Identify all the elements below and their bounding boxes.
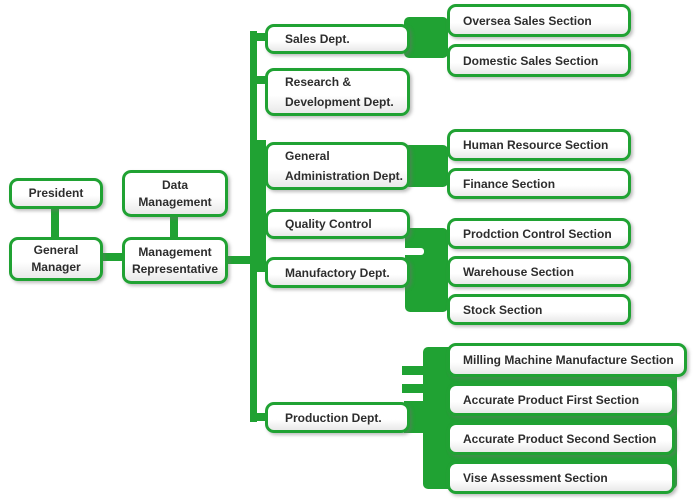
connector-general-administration-sections-blob bbox=[404, 145, 448, 187]
connector-trunk-wide-segment bbox=[250, 140, 266, 272]
connector-elbow-sales-dept bbox=[250, 33, 267, 41]
connector-notch bbox=[400, 248, 424, 255]
connector-sales-sections-blob bbox=[404, 17, 448, 58]
node-finance-section: Finance Section bbox=[447, 168, 631, 199]
node-milling-machine-manufacture-section: Milling Machine Manufacture Section bbox=[447, 343, 687, 377]
connector-general-manager-management-representative bbox=[101, 253, 124, 261]
node-president: President bbox=[9, 178, 103, 209]
connector-quality-manufactory-sections-blob bbox=[405, 228, 448, 312]
connector-data-management-management-representative bbox=[170, 215, 178, 239]
node-prodction-control-section: Prodction Control Section bbox=[447, 218, 631, 249]
connector-elbow-research-development-dept bbox=[250, 76, 267, 84]
node-management-representative: Management Representative bbox=[122, 237, 228, 284]
node-general-manager: General Manager bbox=[9, 237, 103, 281]
node-data-management: Data Management bbox=[122, 170, 228, 217]
node-oversea-sales-section: Oversea Sales Section bbox=[447, 4, 631, 37]
node-domestic-sales-section: Domestic Sales Section bbox=[447, 44, 631, 77]
node-manufactory-dept: Manufactory Dept. bbox=[265, 257, 410, 288]
node-research-development-dept: Research & Development Dept. bbox=[265, 68, 410, 116]
node-production-dept: Production Dept. bbox=[265, 402, 410, 433]
node-vise-assessment-section: Vise Assessment Section bbox=[447, 461, 675, 494]
connector-management-representative-trunk bbox=[226, 256, 252, 264]
connector-elbow-production-dept bbox=[250, 413, 267, 421]
node-general-administration-dept: General Administration Dept. bbox=[265, 142, 410, 190]
node-quality-control: Quality Control bbox=[265, 209, 410, 239]
connector-president-general-manager bbox=[51, 207, 59, 239]
node-accurate-product-first-section: Accurate Product First Section bbox=[447, 383, 675, 416]
node-human-resource-section: Human Resource Section bbox=[447, 129, 631, 161]
node-warehouse-section: Warehouse Section bbox=[447, 256, 631, 287]
connector-stub-lower bbox=[402, 384, 424, 393]
node-accurate-product-second-section: Accurate Product Second Section bbox=[447, 422, 675, 455]
node-stock-section: Stock Section bbox=[447, 294, 631, 325]
connector-stub-upper bbox=[402, 366, 424, 375]
node-sales-dept: Sales Dept. bbox=[265, 24, 410, 54]
